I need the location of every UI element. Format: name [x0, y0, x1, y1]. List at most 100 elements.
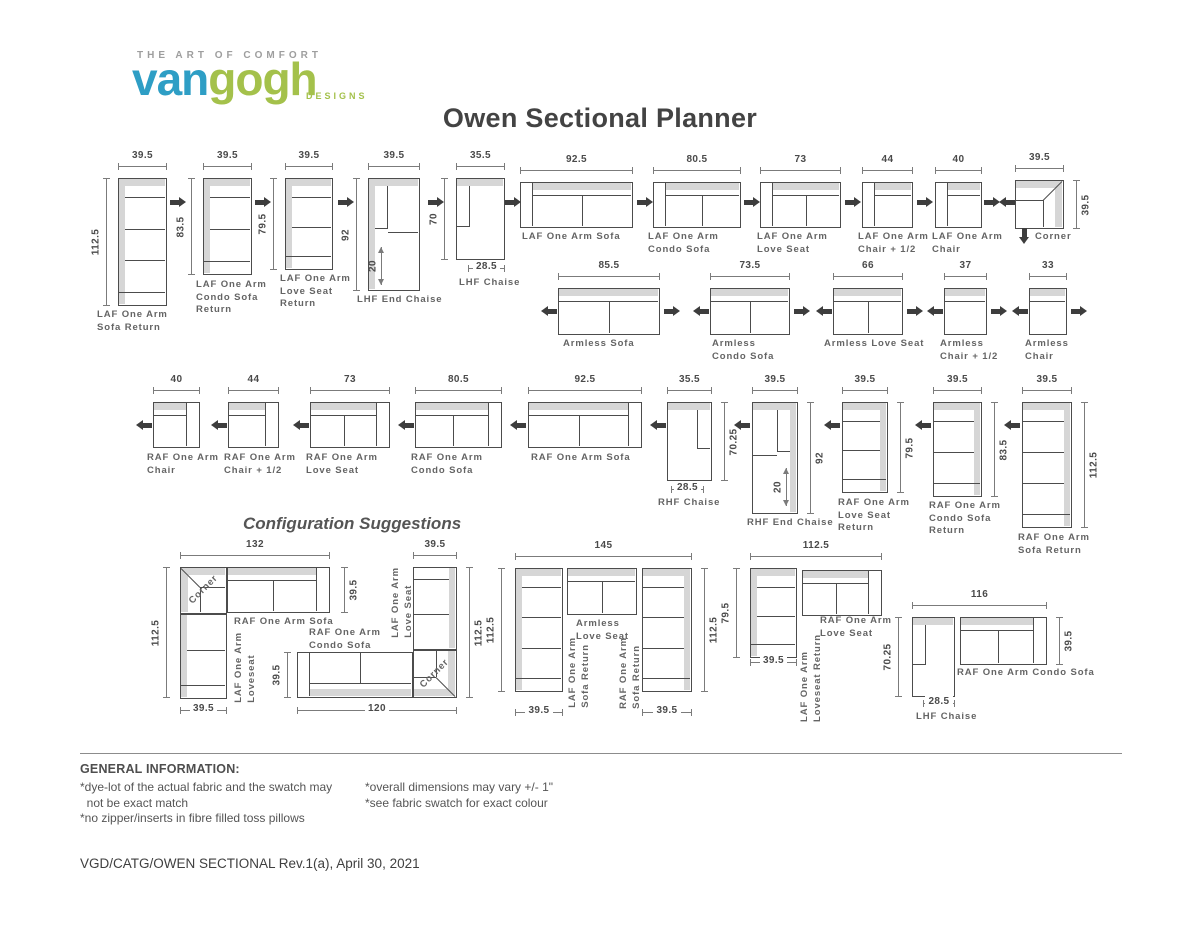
sofa-piece: [310, 402, 390, 448]
piece-label: Armless Love Seat: [824, 338, 925, 349]
flow-arrow-l: [510, 420, 526, 431]
dimension: 39.5: [131, 150, 154, 161]
info-note: *see fabric swatch for exact colour: [365, 795, 548, 810]
brand-wordmark: vangogh: [132, 53, 318, 105]
dimension: 116: [970, 589, 989, 600]
dimension: 112.5: [485, 616, 497, 644]
dimension: 83.5: [998, 439, 1010, 461]
dimension: 28.5: [458, 261, 515, 272]
dimension: 44: [881, 154, 894, 165]
general-info-column-1: *dye-lot of the actual fabric and the sw…: [80, 780, 332, 827]
sofa-piece: [1022, 402, 1072, 528]
flow-arrow-r: [664, 306, 680, 317]
sofa-piece: [456, 178, 505, 260]
dimension: 39.5: [348, 579, 360, 601]
dimension: 20: [772, 481, 784, 493]
sofa-piece: [515, 568, 563, 692]
dimension: 112.5: [802, 540, 830, 551]
sofa-piece: [653, 182, 741, 228]
dimension: 92.5: [574, 374, 596, 385]
dimension: 92: [340, 229, 352, 241]
flow-arrow-l: [734, 420, 750, 431]
dimension: 80.5: [686, 154, 708, 165]
dimension: 70: [428, 213, 440, 225]
flow-arrow-r: [170, 197, 186, 208]
dimension: 39.5: [505, 705, 573, 716]
flow-arrow-l: [211, 420, 227, 431]
dimension: 35.5: [469, 150, 492, 161]
flow-arrow-l: [293, 420, 309, 431]
flow-arrow-r: [255, 197, 271, 208]
flow-arrow-r: [505, 197, 521, 208]
flow-arrow-l: [136, 420, 152, 431]
piece-label: RAF One Arm Sofa: [531, 452, 631, 463]
sofa-piece: [567, 568, 637, 615]
flow-arrow-r: [991, 306, 1007, 317]
sofa-piece: [227, 567, 330, 613]
sofa-piece: [1015, 180, 1064, 229]
sofa-piece: [118, 178, 167, 306]
sofa-piece: [413, 650, 457, 698]
dimension: 39.5: [383, 150, 405, 161]
flow-arrow-l: [693, 306, 709, 317]
flow-arrow-r: [917, 197, 933, 208]
piece-label: RHF Chaise: [658, 497, 721, 508]
info-note: *no zipper/inserts in fibre filled toss …: [80, 811, 305, 825]
sofa-piece: [862, 182, 913, 228]
dimension: 112.5: [708, 616, 720, 644]
sofa-piece: [842, 402, 888, 493]
piece-label: RAF One Arm Sofa: [234, 616, 334, 627]
brand-word-van: van: [132, 53, 209, 105]
dimension: 39.5: [1028, 152, 1051, 163]
page-title: Owen Sectional Planner: [442, 103, 758, 133]
flow-arrow-l: [824, 420, 840, 431]
sofa-piece: [802, 570, 882, 616]
dimension: 73: [344, 374, 356, 385]
info-note: not be exact match: [80, 795, 189, 810]
sofa-piece: [944, 288, 987, 335]
sofa-piece: [710, 288, 790, 335]
piece-label: RHF End Chaise: [747, 517, 834, 528]
sofa-piece: [228, 402, 279, 448]
general-info-heading: GENERAL INFORMATION:: [80, 762, 240, 776]
dimension: 39.5: [1080, 194, 1092, 216]
sofa-piece: [528, 402, 642, 448]
flow-arrow-l: [816, 306, 832, 317]
flow-arrow-r: [744, 197, 760, 208]
sofa-piece: [297, 652, 413, 698]
dimension: 40: [170, 374, 183, 385]
sofa-piece: [752, 402, 798, 514]
sofa-piece: [415, 402, 502, 448]
dimension: 73: [794, 154, 807, 165]
dimension: 28.5: [661, 482, 714, 493]
brand-designs: DESIGNS: [306, 91, 368, 101]
flow-arrow-l: [1012, 306, 1028, 317]
dimension: 20: [367, 260, 379, 272]
dimension: 79.5: [904, 437, 916, 459]
dimension: 112.5: [473, 619, 485, 647]
flow-arrow-r: [1071, 306, 1087, 317]
dimension: 80.5: [447, 374, 470, 385]
dimension: 39.5: [946, 374, 969, 385]
piece-label: LHF Chaise: [916, 711, 978, 722]
sofa-piece: [180, 567, 227, 614]
flow-arrow-l: [915, 420, 931, 431]
flow-arrow-dn: [1019, 228, 1030, 244]
flow-arrow-r: [637, 197, 653, 208]
piece-label: LHF End Chaise: [357, 294, 443, 305]
dimension: 112.5: [1088, 451, 1100, 479]
dimension: 70.25: [882, 643, 894, 671]
